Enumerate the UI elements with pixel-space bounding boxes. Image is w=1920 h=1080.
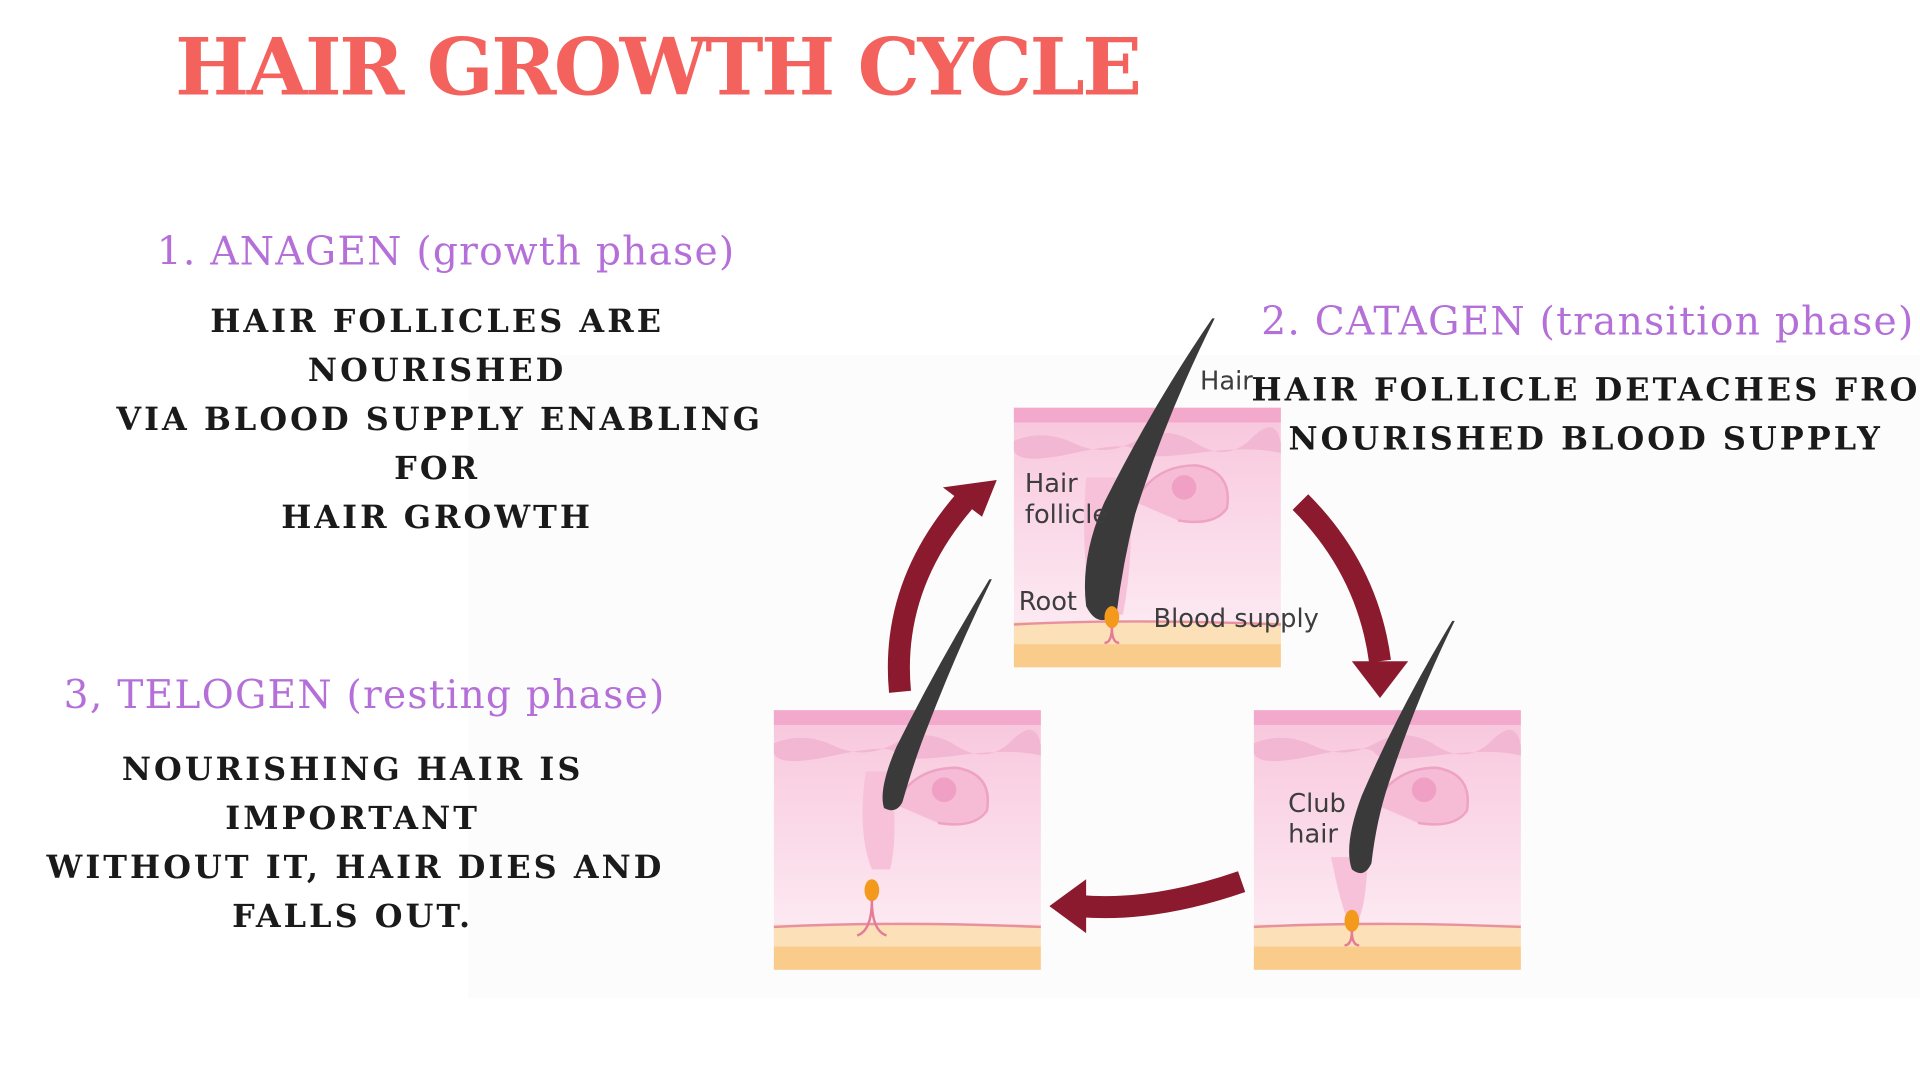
anagen-skin-panel	[1013, 318, 1281, 668]
label-hair-follicle-line1: Hair	[1025, 469, 1078, 499]
anagen-line: HAIR GROWTH	[281, 499, 594, 537]
catagen-line: NOURISHED BLOOD SUPPLY	[1288, 421, 1883, 458]
telogen-description: NOURISHING HAIR IS IMPORTANT WITHOUT IT,…	[46, 746, 665, 942]
anagen-line: NOURISHED	[307, 352, 567, 390]
anagen-description: HAIR FOLLICLES ARE NOURISHED VIA BLOOD S…	[116, 298, 764, 543]
label-club-hair-line1: Club	[1288, 789, 1346, 819]
arrow-head-right	[1351, 661, 1409, 698]
telogen-line: WITHOUT IT, HAIR DIES AND	[46, 849, 665, 887]
label-hair-follicle-line2: follicle	[1025, 500, 1108, 530]
label-blood-supply: Blood supply	[1153, 604, 1318, 634]
telogen-heading: 3, TELOGEN (resting phase)	[63, 671, 666, 718]
telogen-line: NOURISHING HAIR IS	[121, 751, 584, 789]
telogen-skin-panel	[773, 579, 1041, 970]
label-root: Root	[1019, 587, 1077, 617]
catagen-skin-panel	[1253, 620, 1521, 970]
anagen-line: FOR	[394, 450, 481, 488]
anagen-line: VIA BLOOD SUPPLY ENABLING	[116, 401, 764, 439]
page-title: HAIR GROWTH CYCLE	[175, 22, 1142, 114]
telogen-line: IMPORTANT	[225, 800, 481, 838]
catagen-description: HAIR FOLLICLE DETACHES FROM NOURISHED BL…	[1251, 366, 1920, 464]
anagen-line: HAIR FOLLICLES ARE	[210, 303, 665, 341]
telogen-line: FALLS OUT.	[232, 898, 474, 936]
arrow-head-bottom	[1049, 879, 1087, 934]
anagen-heading: 1. ANAGEN (growth phase)	[156, 227, 736, 275]
cycle-arrows	[887, 480, 1409, 934]
catagen-line: HAIR FOLLICLE DETACHES FROM	[1251, 372, 1920, 409]
hair-cycle-diagram: Hair Hair follicle Root Blood supply Clu…	[467, 318, 1920, 998]
label-club-hair-line2: hair	[1288, 819, 1338, 849]
arrow-head-left	[942, 480, 997, 517]
label-hair: Hair	[1200, 366, 1253, 396]
catagen-heading: 2. CATAGEN (transition phase)	[1261, 297, 1915, 345]
